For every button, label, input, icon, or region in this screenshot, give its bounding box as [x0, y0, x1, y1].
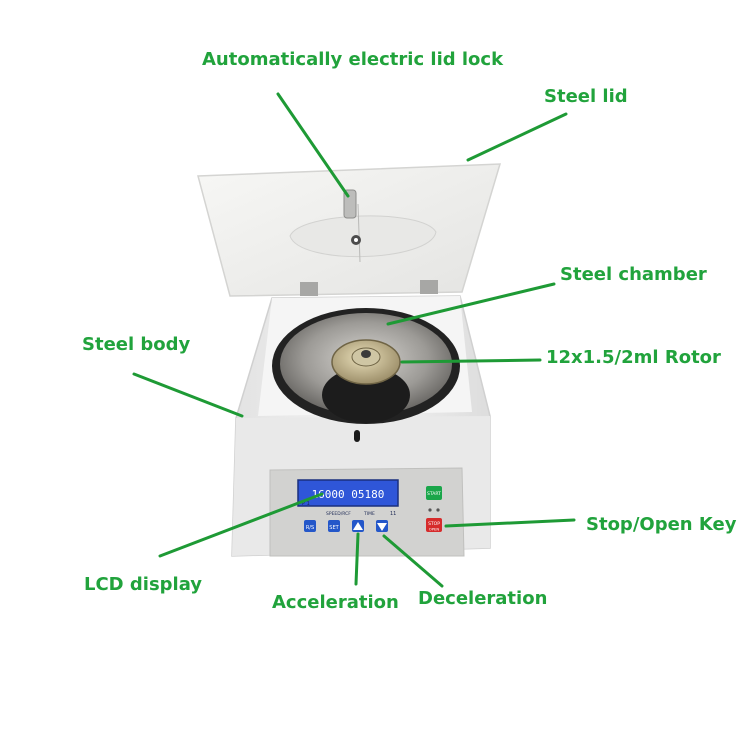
- steel-lid: [197, 163, 502, 297]
- leader-lcd-display: [158, 492, 324, 558]
- label-steel-chamber: Steel chamber: [560, 264, 707, 285]
- indicator-led-right: [436, 508, 440, 512]
- lcd-sub-right: TIME: [363, 511, 375, 517]
- label-acceleration: Acceleration: [272, 592, 399, 613]
- label-rotor: 12x1.5/2ml Rotor: [546, 347, 721, 368]
- label-steel-lid: Steel lid: [544, 86, 628, 107]
- hinge-left: [300, 282, 318, 296]
- lcd-main-readout: 16000 05180: [312, 488, 385, 501]
- stop-open-key[interactable]: [426, 518, 442, 532]
- leader-rotor: [400, 358, 542, 364]
- leader-lines: [132, 92, 576, 588]
- control-panel: 16000 05180 P 1 SPEED/RCF TIME 11 R/S SE…: [269, 467, 465, 557]
- lid-latch-slot: [354, 430, 360, 442]
- leader-stop-open-key: [444, 518, 576, 528]
- label-deceleration: Deceleration: [418, 588, 548, 609]
- open-key-label: OPEN: [429, 527, 440, 532]
- lcd-sub-left: P 1: [302, 501, 310, 507]
- lcd-sub-far: 11: [390, 511, 396, 517]
- label-stop-open-key: Stop/Open Key: [586, 514, 737, 535]
- start-key[interactable]: [426, 486, 442, 500]
- set-key[interactable]: [328, 520, 340, 532]
- down-arrow-icon: [377, 523, 387, 531]
- set-key-label: SET: [329, 525, 339, 531]
- stop-key-label: STOP: [428, 521, 440, 527]
- mode-key-label: R/S: [306, 525, 314, 531]
- label-steel-body: Steel body: [82, 334, 191, 355]
- label-lcd-display: LCD display: [84, 574, 203, 595]
- leader-steel-lid: [466, 112, 568, 162]
- leader-acceleration: [354, 532, 360, 586]
- leader-steel-chamber: [386, 282, 556, 326]
- leader-lid-lock: [276, 92, 350, 198]
- leader-steel-body: [132, 372, 244, 418]
- mode-key[interactable]: [304, 520, 316, 532]
- start-key-label: START: [427, 491, 441, 497]
- lcd-sub-mid: SPEED/RCF: [326, 511, 351, 517]
- lcd-screen: [297, 479, 399, 507]
- indicator-led-left: [428, 508, 432, 512]
- rotor: [331, 339, 401, 385]
- leader-deceleration: [382, 534, 444, 588]
- label-lid-lock: Automatically electric lid lock: [202, 49, 504, 70]
- hinge-right: [420, 280, 438, 294]
- up-arrow-icon: [353, 522, 363, 530]
